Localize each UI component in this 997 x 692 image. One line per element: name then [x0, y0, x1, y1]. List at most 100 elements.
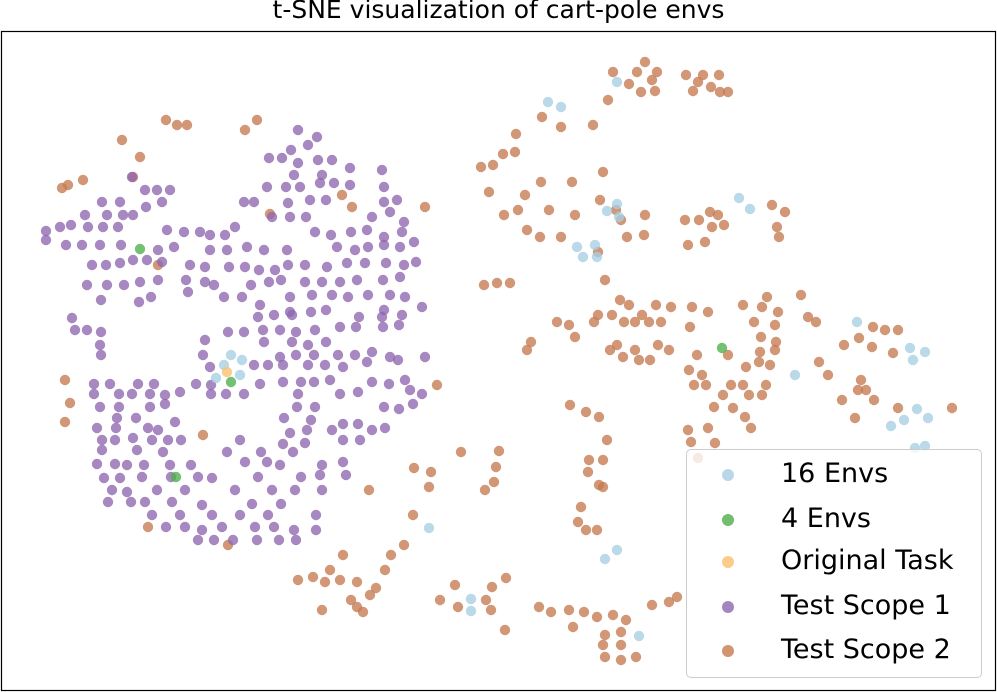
point-test-scope-2-131 [813, 356, 825, 368]
point-test-scope-2-188 [398, 539, 410, 551]
point-test-scope-1-254 [121, 459, 133, 471]
point-test-scope-2-117 [521, 344, 533, 356]
point-test-scope-1-81 [86, 259, 98, 271]
point-test-scope-2-15 [649, 85, 661, 97]
point-test-scope-1-47 [194, 226, 206, 238]
point-test-scope-2-64 [706, 221, 718, 233]
point-test-scope-2-41 [336, 189, 348, 201]
point-test-scope-1-113 [316, 276, 328, 288]
point-test-scope-1-184 [132, 378, 144, 390]
point-test-scope-1-185 [148, 378, 160, 390]
point-test-scope-1-146 [69, 324, 81, 336]
point-test-scope-2-162 [709, 437, 721, 449]
point-test-scope-1-194 [383, 378, 395, 390]
point-test-scope-2-59 [521, 224, 533, 236]
point-test-scope-1-232 [326, 424, 338, 436]
point-test-scope-2-154 [593, 411, 605, 423]
point-test-scope-2-199 [364, 589, 376, 601]
point-test-scope-1-248 [157, 446, 169, 458]
point-test-scope-2-56 [639, 209, 651, 221]
point-16-envs-27 [919, 440, 931, 452]
point-test-scope-1-241 [234, 434, 246, 446]
point-test-scope-2-33 [77, 174, 89, 186]
point-original-task-0 [221, 366, 233, 378]
point-test-scope-1-129 [95, 294, 107, 306]
point-test-scope-1-285 [196, 499, 208, 511]
point-test-scope-1-275 [151, 484, 163, 496]
point-test-scope-2-219 [663, 596, 675, 608]
point-4-envs-3 [716, 342, 728, 354]
point-test-scope-1-109 [245, 279, 257, 291]
point-test-scope-2-8 [623, 78, 635, 90]
point-test-scope-2-124 [617, 351, 629, 363]
point-test-scope-2-87 [737, 299, 749, 311]
point-test-scope-2-150 [59, 416, 71, 428]
point-test-scope-2-67 [773, 231, 785, 243]
point-test-scope-1-118 [145, 291, 157, 303]
point-test-scope-1-279 [289, 484, 301, 496]
point-test-scope-2-95 [629, 316, 641, 328]
point-test-scope-2-194 [319, 576, 331, 588]
point-test-scope-2-66 [771, 221, 783, 233]
point-test-scope-1-156 [377, 321, 389, 333]
point-test-scope-1-157 [393, 319, 405, 331]
point-test-scope-1-253 [109, 458, 121, 470]
point-test-scope-1-271 [314, 469, 326, 481]
point-test-scope-2-1 [607, 66, 619, 78]
point-test-scope-2-135 [760, 379, 772, 391]
point-test-scope-2-215 [591, 611, 603, 623]
point-test-scope-1-168 [332, 349, 344, 361]
point-test-scope-2-198 [345, 594, 357, 606]
legend-label-4-envs: 4 Envs [781, 503, 871, 534]
point-test-scope-1-131 [254, 299, 266, 311]
point-test-scope-1-307 [290, 534, 302, 546]
legend-marker-original-task [722, 556, 734, 568]
point-test-scope-1-106 [180, 274, 192, 286]
point-test-scope-2-45 [543, 204, 555, 216]
point-test-scope-2-62 [621, 231, 633, 243]
point-test-scope-2-129 [753, 356, 765, 368]
point-test-scope-1-161 [302, 339, 314, 351]
point-test-scope-1-297 [216, 521, 228, 533]
legend-label-test-scope-1: Test Scope 1 [781, 590, 951, 621]
point-test-scope-1-303 [208, 534, 220, 546]
point-test-scope-1-178 [337, 361, 349, 373]
point-test-scope-2-223 [599, 629, 611, 641]
point-test-scope-1-74 [281, 244, 293, 256]
point-test-scope-1-21 [139, 184, 151, 196]
point-test-scope-1-251 [287, 446, 299, 458]
point-test-scope-1-176 [302, 359, 314, 371]
point-test-scope-2-47 [594, 194, 606, 206]
point-test-scope-1-267 [192, 471, 204, 483]
point-test-scope-1-66 [94, 239, 106, 251]
point-test-scope-1-148 [222, 326, 234, 338]
point-test-scope-1-211 [113, 401, 125, 413]
point-test-scope-1-124 [326, 289, 338, 301]
point-test-scope-2-178 [488, 476, 500, 488]
point-16-envs-5 [601, 205, 613, 217]
point-test-scope-1-186 [190, 378, 202, 390]
point-test-scope-1-68 [152, 244, 164, 256]
point-16-envs-23 [922, 412, 934, 424]
point-test-scope-1-141 [268, 309, 280, 321]
point-test-scope-2-226 [615, 639, 627, 651]
point-test-scope-2-120 [722, 349, 734, 361]
point-test-scope-1-243 [299, 437, 311, 449]
point-test-scope-2-96 [643, 316, 655, 328]
point-test-scope-1-199 [144, 388, 156, 400]
point-test-scope-2-99 [748, 316, 760, 328]
point-test-scope-2-222 [567, 621, 579, 633]
point-test-scope-1-25 [114, 196, 126, 208]
point-test-scope-2-229 [630, 651, 642, 663]
point-test-scope-2-69 [682, 239, 694, 251]
point-test-scope-1-58 [325, 229, 337, 241]
point-test-scope-1-8 [326, 154, 338, 166]
point-test-scope-1-125 [342, 291, 354, 303]
point-test-scope-2-91 [551, 316, 563, 328]
point-16-envs-33 [633, 630, 645, 642]
point-test-scope-1-175 [277, 359, 289, 371]
point-16-envs-30 [599, 553, 611, 565]
point-test-scope-2-11 [687, 85, 699, 97]
point-test-scope-1-284 [166, 496, 178, 508]
point-test-scope-1-92 [269, 264, 281, 276]
